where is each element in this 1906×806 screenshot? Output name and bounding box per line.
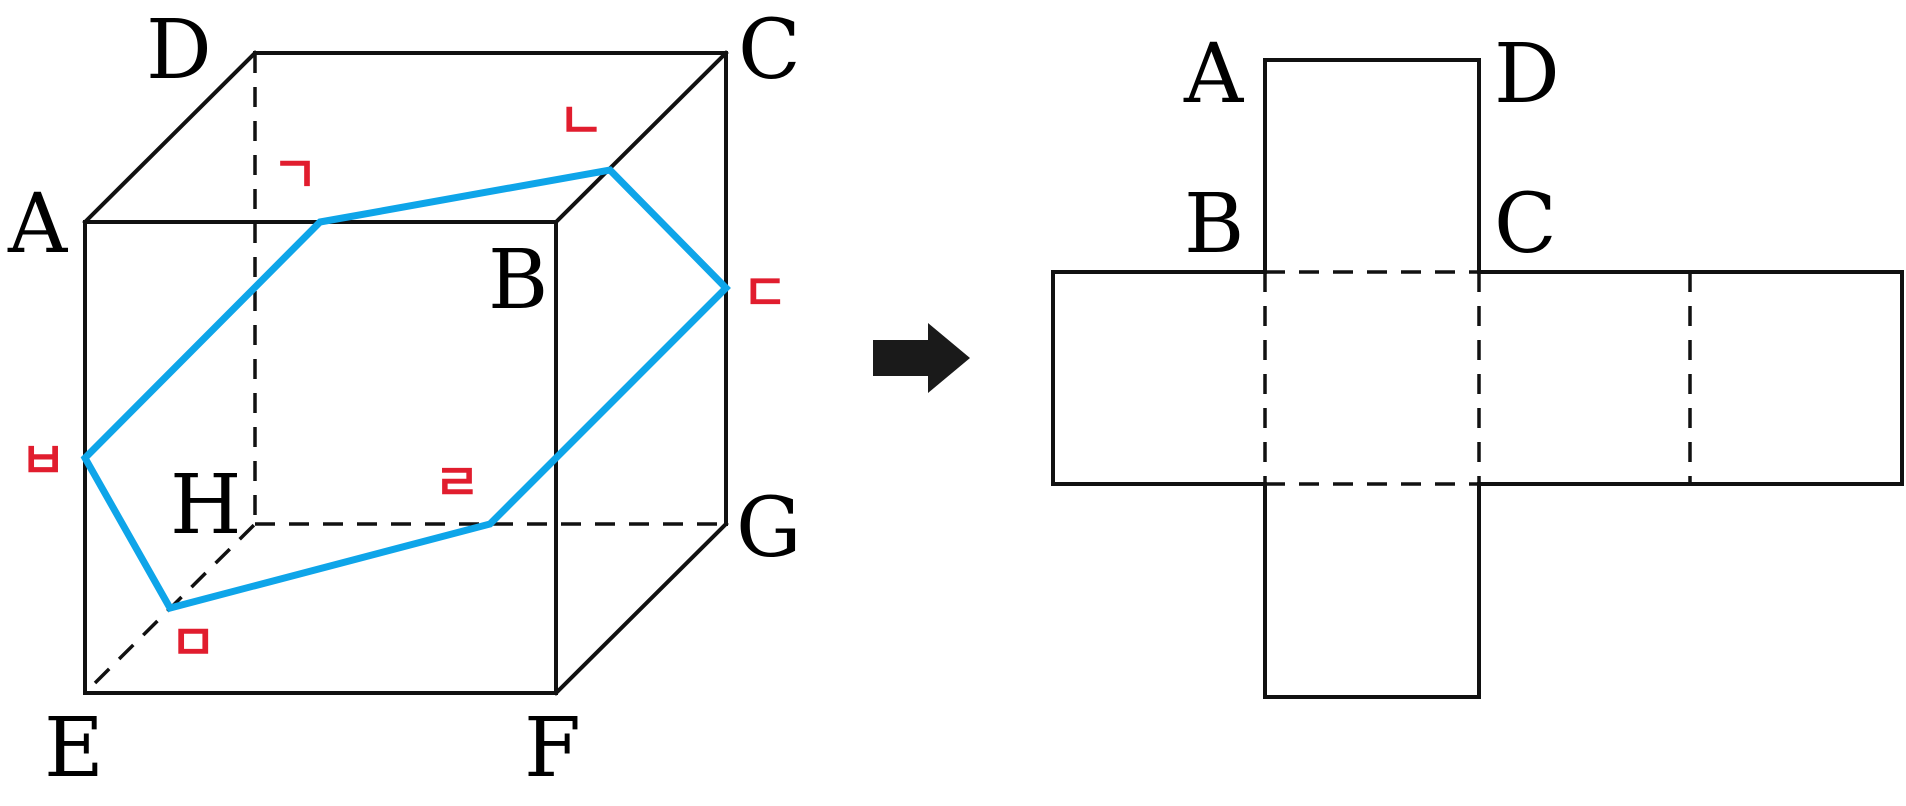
right-arrow-icon: [873, 323, 970, 393]
vertex-label-D: D: [146, 3, 212, 98]
vertex-label-C: C: [738, 3, 801, 98]
net-vertex-label-A: A: [1183, 27, 1245, 122]
point-label-5: ㅁ: [170, 613, 216, 672]
vertex-label-H: H: [170, 458, 242, 553]
net-vertex-label-B: B: [1184, 177, 1244, 272]
vertex-label-B: B: [488, 233, 548, 328]
cross-section-hexagon: [80, 166, 731, 613]
cube-net-diagram: A D B C: [1051, 27, 1904, 699]
point-label-2: ㄴ: [558, 91, 604, 150]
point-label-6: ㅂ: [20, 431, 66, 490]
edge-BC: [553, 50, 729, 225]
point-label-4: ㄹ: [434, 453, 480, 512]
cube-diagram: D C A B H G E F ㄱ ㄴ ㄷ ㄹ ㅁ ㅂ: [7, 3, 802, 796]
vertex-label-F: F: [524, 701, 581, 796]
vertex-label-A: A: [7, 177, 69, 272]
vertex-label-E: E: [44, 701, 104, 796]
vertex-label-G: G: [736, 481, 802, 576]
net-vertex-label-C: C: [1494, 177, 1557, 272]
edge-AD: [82, 50, 258, 225]
point-label-3: ㄷ: [742, 263, 788, 322]
edge-FG: [553, 521, 729, 696]
point-label-1: ㄱ: [272, 145, 318, 204]
net-vertex-label-D: D: [1494, 27, 1560, 122]
